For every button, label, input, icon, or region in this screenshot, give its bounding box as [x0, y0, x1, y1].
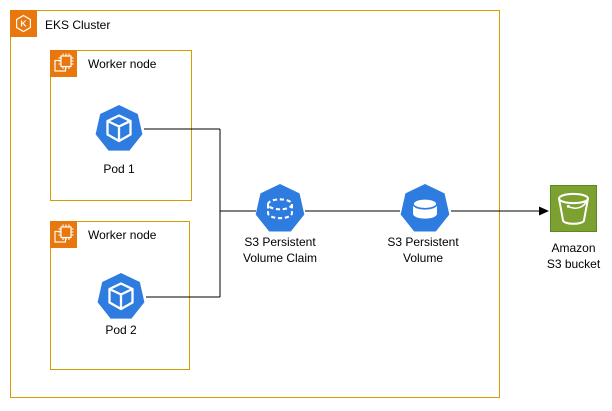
bucket-glyph [558, 192, 589, 225]
dashed-cylinder-glyph [267, 198, 293, 220]
s3-persistent-volume-icon [399, 183, 451, 235]
eks-cluster-box [10, 10, 500, 398]
pvc-label-line2: Volume Claim [242, 251, 318, 265]
amazon-s3-bucket-icon [550, 185, 597, 232]
pod-2-icon [96, 272, 146, 322]
pv-label-line2: Volume [402, 251, 444, 265]
pvc-label-line1: S3 Persistent [244, 235, 316, 249]
pvc-label: S3 Persistent Volume Claim [210, 234, 350, 266]
s3-bucket-label-line2: S3 bucket [546, 257, 601, 271]
k-letter: K [20, 19, 27, 29]
cube-glyph [106, 114, 132, 143]
pv-label-line1: S3 Persistent [387, 235, 459, 249]
s3-bucket-label: Amazon S3 bucket [523, 240, 612, 272]
cylinder-glyph [412, 197, 438, 219]
worker-node-2-box [50, 221, 190, 370]
worker-node-1-box [50, 50, 192, 201]
s3-bucket-label-line1: Amazon [551, 241, 596, 255]
pod-1-label: Pod 1 [103, 162, 135, 176]
s3-persistent-volume-claim-icon [254, 183, 306, 235]
pv-label: S3 Persistent Volume [353, 234, 493, 266]
hexagon-outline [15, 14, 31, 33]
eks-cluster-label: EKS Cluster [45, 18, 111, 32]
compute-chip-icon [50, 50, 77, 77]
compute-chip-icon [50, 221, 77, 248]
cube-glyph [108, 282, 134, 311]
pod-2-label: Pod 2 [105, 323, 137, 337]
worker-node-1-label: Worker node [88, 57, 157, 71]
pod-1-icon [94, 104, 144, 154]
arrowhead-icon [539, 206, 549, 216]
eks-icon: K [10, 10, 37, 37]
worker-node-2-label: Worker node [88, 228, 157, 242]
